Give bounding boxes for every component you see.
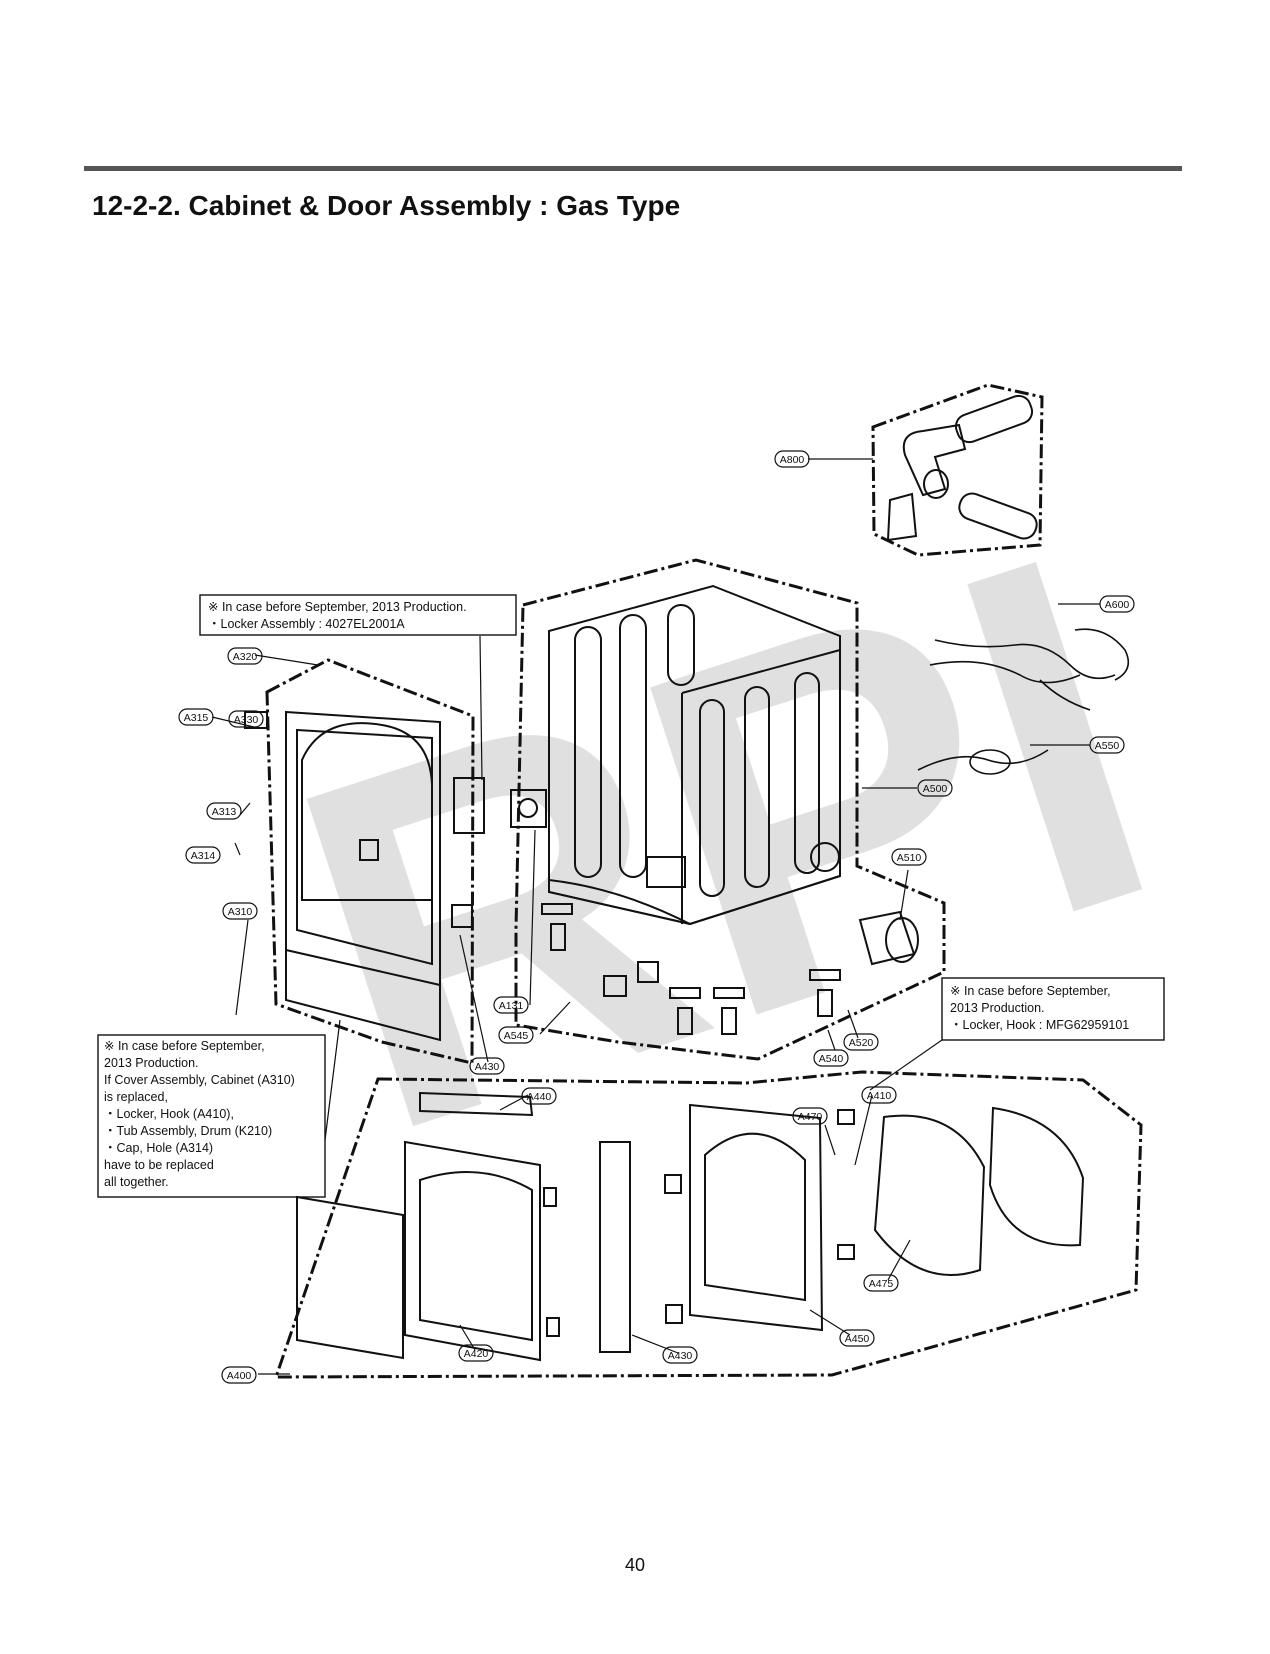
callout-a330 (228, 710, 264, 728)
callout-a131 (493, 996, 529, 1014)
left-note-box (97, 1034, 326, 1198)
callout-label-a450: A450 (845, 1333, 870, 1345)
top-note-line-1: ※ In case before September, 2013 Product… (208, 600, 467, 614)
callout-label-a430-top: A430 (475, 1061, 500, 1073)
door-frame (244, 710, 485, 1042)
page-number: 40 (624, 1555, 646, 1575)
left-note-line-7: ・Cap, Hole (A314) (104, 1141, 213, 1155)
callout-a310 (222, 902, 258, 920)
callout-a320 (227, 647, 263, 665)
leader-lines (211, 458, 1100, 1375)
wire-harness (917, 628, 1130, 775)
callout-a314 (185, 846, 221, 864)
control-panel-and-door (296, 1091, 631, 1362)
left-note-line-3: If Cover Assembly, Cabinet (A310) (104, 1073, 295, 1087)
callout-label-a500: A500 (923, 783, 948, 795)
callout-label-a800: A800 (780, 454, 805, 466)
duct-assembly (886, 394, 1038, 542)
callout-a510 (891, 848, 927, 866)
callout-a520 (843, 1033, 879, 1051)
front-panel-group-outline (273, 1070, 1143, 1379)
callout-a545 (498, 1026, 534, 1044)
callout-label-a510: A510 (897, 852, 922, 864)
right-note-line-2: 2013 Production. (950, 1001, 1045, 1015)
right-note-box (941, 977, 1165, 1041)
header-rule (84, 166, 1182, 171)
left-note-line-6: ・Tub Assembly, Drum (K210) (104, 1124, 272, 1138)
inner-door-assembly (664, 1103, 1085, 1332)
callout-label-a420: A420 (464, 1348, 489, 1360)
left-note-line-5: ・Locker, Hook (A410), (104, 1107, 234, 1121)
callout-a475 (863, 1274, 899, 1292)
top-note-line-2: ・Locker Assembly : 4027EL2001A (208, 617, 405, 631)
left-note-line-9: all together. (104, 1175, 169, 1189)
callout-label-a545: A545 (504, 1030, 529, 1042)
callout-label-a320: A320 (233, 651, 258, 663)
cabinet (510, 584, 841, 926)
callout-label-a330: A330 (234, 714, 259, 726)
feet-and-brackets (541, 903, 841, 1035)
callout-label-a313: A313 (212, 806, 237, 818)
callout-a440 (521, 1087, 557, 1105)
callout-a313 (206, 802, 242, 820)
callout-label-a520: A520 (849, 1037, 874, 1049)
callout-label-a310: A310 (228, 906, 253, 918)
callout-label-a410: A410 (867, 1090, 892, 1102)
vent-duct (858, 910, 919, 966)
callout-label-a550: A550 (1095, 740, 1120, 752)
cabinet-group-outline (514, 558, 946, 1061)
callout-a410 (861, 1086, 897, 1104)
callout-a600 (1099, 595, 1135, 613)
callout-label-a600: A600 (1105, 599, 1130, 611)
callout-label-a430-bottom: A430 (668, 1350, 693, 1362)
callout-label-a470: A470 (798, 1111, 823, 1123)
left-note-line-2: 2013 Production. (104, 1056, 199, 1070)
callout-a430-bottom (662, 1346, 698, 1364)
page-title: 12-2-2. Cabinet & Door Assembly : Gas Ty… (92, 190, 681, 221)
duct-group-outline (871, 383, 1044, 557)
door-group-outline (265, 658, 475, 1065)
left-note-line-8: have to be replaced (104, 1158, 214, 1172)
callout-a500 (917, 779, 953, 797)
callout-a315 (178, 708, 214, 726)
right-note-line-1: ※ In case before September, (950, 984, 1111, 998)
callout-a450 (839, 1329, 875, 1347)
left-note-line-1: ※ In case before September, (104, 1039, 265, 1053)
callout-label-a540: A540 (819, 1053, 844, 1065)
right-note-line-3: ・Locker, Hook : MFG62959101 (950, 1018, 1129, 1032)
callout-label-a131: A131 (499, 1000, 524, 1012)
callout-a470 (792, 1107, 828, 1125)
callout-label-a440: A440 (527, 1091, 552, 1103)
callout-label-a315: A315 (184, 712, 209, 724)
callout-label-a314: A314 (191, 850, 216, 862)
top-note-box (199, 594, 517, 636)
left-note-line-4: is replaced, (104, 1090, 168, 1104)
callout-label-a475: A475 (869, 1278, 894, 1290)
callout-a420 (458, 1344, 494, 1362)
callout-a550 (1089, 736, 1125, 754)
callout-a400 (221, 1366, 257, 1384)
callout-a540 (813, 1049, 849, 1067)
callout-label-a400: A400 (227, 1370, 252, 1382)
callout-a800 (774, 450, 810, 468)
callout-a430-top (469, 1057, 505, 1075)
